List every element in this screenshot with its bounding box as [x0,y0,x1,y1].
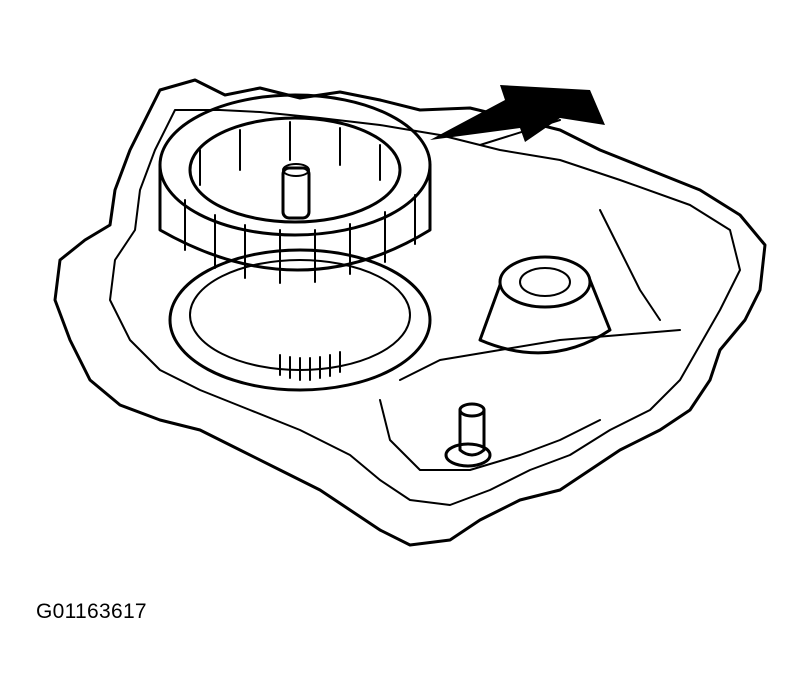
housing-boss [478,278,612,355]
housing-rib [379,399,601,471]
gear-teeth [279,351,341,381]
clutch-drum-splines [184,121,416,284]
boss-top [498,255,592,309]
housing-outline [53,78,767,547]
figure-id-label: G01163617 [36,600,147,623]
arrow-indicator [430,85,605,142]
input-shaft-end [282,163,310,177]
arrow-indicator-outline [479,119,561,146]
clutch-drum-top [158,93,432,237]
housing-rib [399,329,681,381]
clutch-drum-inner [188,116,402,224]
input-shaft [281,166,311,220]
stud-bolt [458,408,486,457]
lower-gear [168,248,432,392]
lower-gear-inner [189,259,411,371]
stud-nut [444,442,492,468]
boss-bore [519,267,571,297]
stud-bolt-top [458,402,486,418]
housing-rib [599,209,661,321]
